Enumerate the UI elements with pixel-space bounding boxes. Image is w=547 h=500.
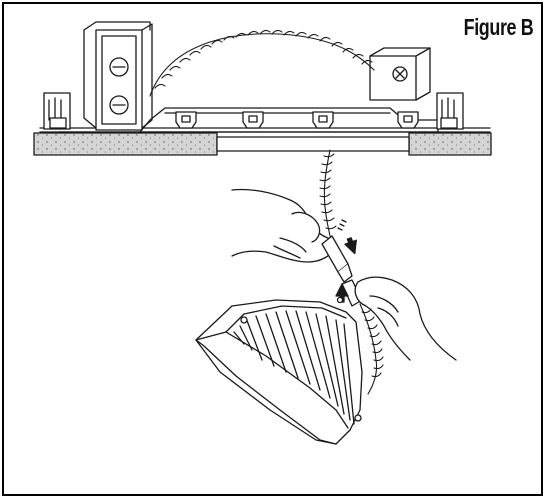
push-arrow-upper xyxy=(337,219,357,255)
ceiling-left xyxy=(33,132,218,156)
plate-tab-2 xyxy=(242,111,264,129)
plate-tab-1 xyxy=(175,111,197,129)
junction-box-left xyxy=(83,21,153,131)
hanger-clip-left xyxy=(43,92,71,130)
lower-hand xyxy=(354,276,457,361)
hanger-clip-right xyxy=(436,92,464,130)
upper-hand xyxy=(231,188,337,263)
led-fixture-housing xyxy=(195,296,363,445)
junction-box-right xyxy=(369,47,431,101)
plate-tab-3 xyxy=(312,111,334,129)
coiled-cable-top xyxy=(149,29,375,97)
plate-tab-4 xyxy=(397,111,419,129)
ceiling-aperture xyxy=(216,136,410,152)
ceiling-right xyxy=(408,132,492,156)
fixture-lead-cable xyxy=(359,303,384,395)
figure-label: Figure B xyxy=(463,14,533,40)
